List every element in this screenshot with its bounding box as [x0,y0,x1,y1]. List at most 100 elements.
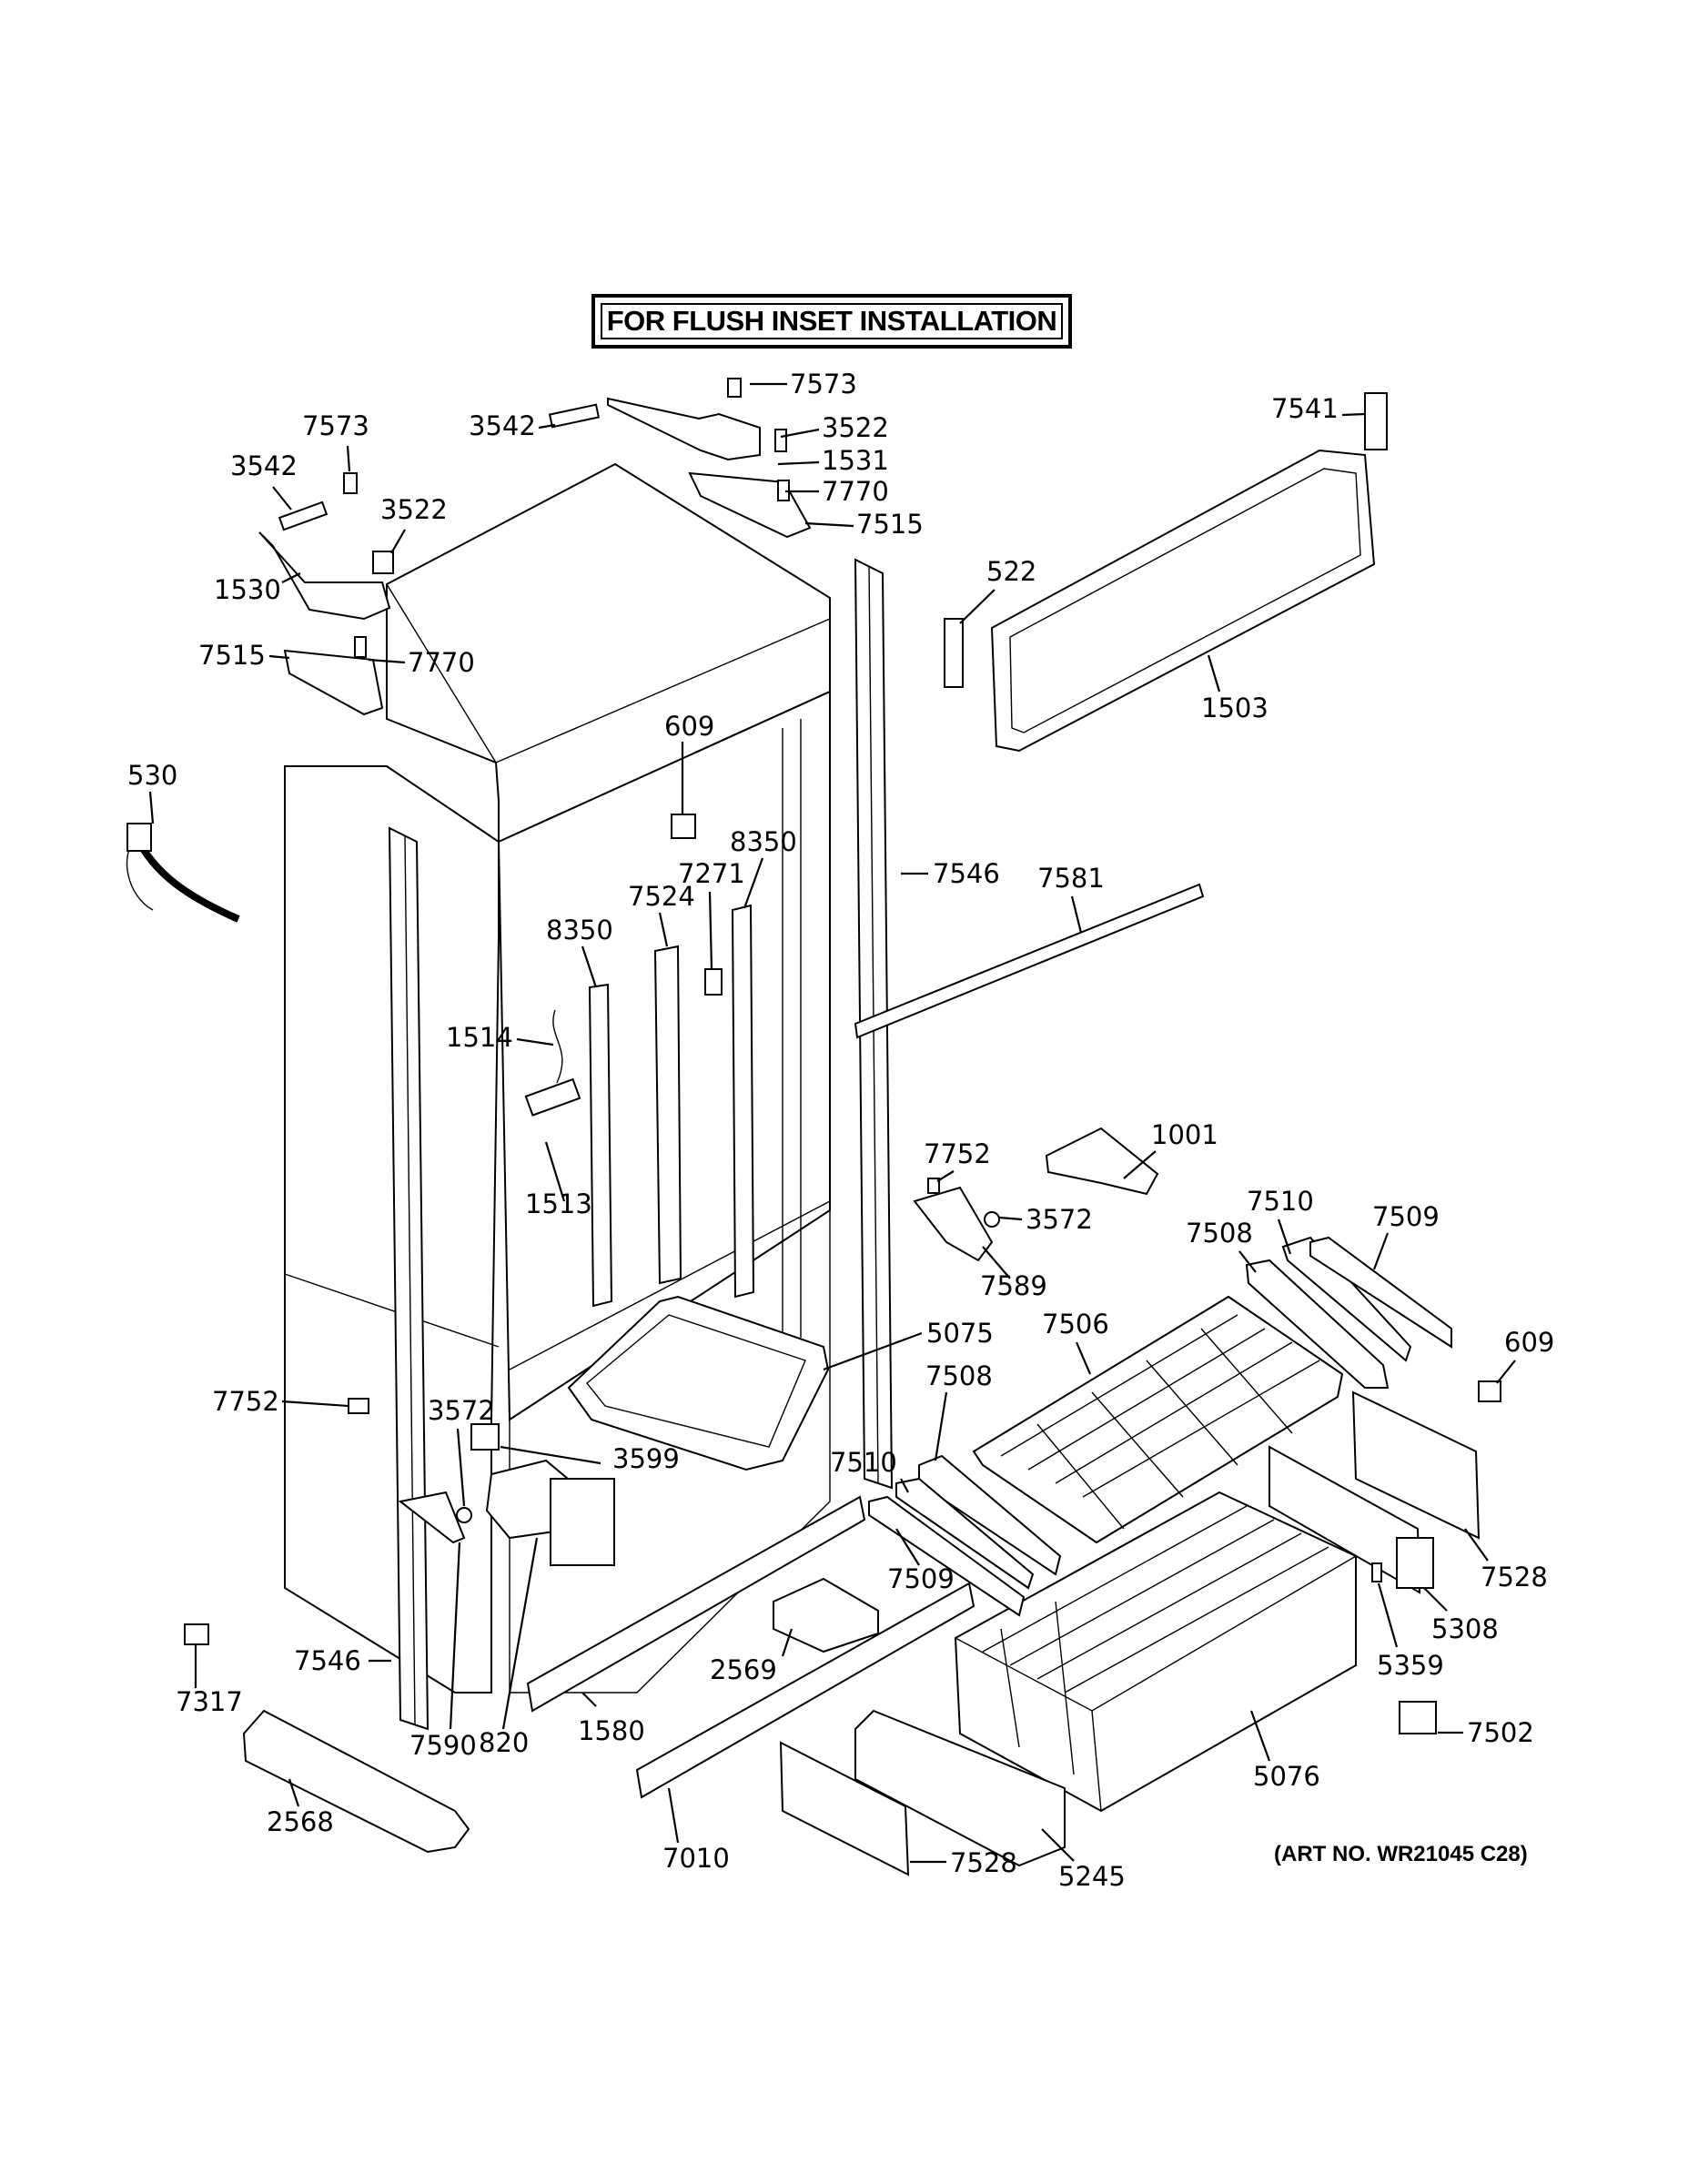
screw-3522-right [774,429,787,452]
callout-label: 7581 [1037,863,1105,894]
callout-label: 3599 [612,1443,680,1474]
leader-7752-upper [936,1170,955,1182]
callout-label: 1001 [1151,1119,1218,1150]
part-609-right [1478,1380,1501,1402]
basket-5076 [954,1491,1357,1813]
panel-7528-right [1351,1390,1481,1540]
top-hinge-right [548,378,812,539]
callout-label: 609 [1504,1327,1554,1358]
part-3599 [470,1423,500,1451]
cabinet-side-seam [284,1273,500,1348]
hinge-7590 [398,1491,466,1544]
leader-7528-right [1464,1528,1489,1562]
callout-label: 7508 [925,1360,993,1391]
sensor-1513 [524,1077,581,1117]
cabinet-top-edge [495,618,831,763]
top-hinge-left [258,472,394,716]
valve-body [126,823,152,852]
leader-3572-lower [456,1428,466,1507]
leader-7590 [449,1542,461,1730]
callout-label: 7770 [408,647,475,678]
hinge-arm-1531 [607,397,761,461]
pin-7573-right [727,378,742,398]
callout-label: 7010 [662,1843,730,1874]
rail-7524 [653,945,682,1285]
hinge-arm-1530 [258,531,391,621]
control-box-820 [550,1478,615,1566]
leader-7010 [667,1787,680,1844]
callout-label: 1530 [214,574,281,605]
panel-7528-bottom [779,1741,910,1876]
callout-labels: 7573 3542 3522 1531 7770 7515 7541 7573 … [127,369,1554,1892]
slide-7509-upper [1309,1236,1452,1349]
bracket-5308-plate [1269,1445,1421,1594]
leader-7581 [1070,895,1083,934]
callout-label: 7590 [409,1730,477,1761]
callout-label: 7271 [678,858,745,889]
callout-label: 2568 [267,1806,334,1837]
leader-3522-top [780,428,820,439]
cabinet-divider [509,1200,831,1370]
rail-8350-right [731,904,755,1299]
callout-label: 7502 [1467,1717,1534,1748]
bracket-2569 [773,1577,879,1653]
callout-label: 7770 [822,476,889,507]
part-7502 [1399,1701,1437,1734]
slide-7510-upper [1281,1236,1412,1362]
leader-7509-lower [895,1528,920,1566]
leader-609-right [1496,1360,1516,1384]
callout-label: 5076 [1253,1761,1320,1792]
pin-7573-left [343,472,358,494]
leader-5308 [1423,1587,1448,1612]
callout-label: 1503 [1201,693,1269,723]
callout-label: 7528 [950,1847,1017,1878]
bracket-1001 [1045,1127,1159,1196]
leader-1503 [1207,654,1221,693]
part-7541 [1364,392,1388,450]
leader-1513 [544,1141,566,1202]
bin-5075-inner [586,1314,806,1448]
spring-3542-right [548,403,601,429]
leader-3522-left [390,529,406,554]
leader-3542-top [538,423,556,430]
leader-1580 [581,1692,597,1707]
screw-7752-lower [348,1398,369,1414]
water-line-530 [126,823,240,923]
callout-label: 3522 [822,412,889,443]
callout-label: 8350 [730,826,797,857]
leader-2568 [288,1778,300,1807]
door-panel-inner [1009,468,1361,733]
callout-label: 3572 [1026,1204,1093,1235]
basket-7506-wires [1000,1314,1320,1530]
basket-7506 [972,1295,1344,1544]
callout-label: 522 [986,556,1036,587]
left-trim-rail-edge [404,834,416,1725]
leader-7506 [1075,1341,1092,1375]
screw-3522-left [372,551,394,574]
leader-7509-upper [1372,1232,1390,1270]
callout-label: 7573 [302,410,369,441]
callout-label: 7508 [1186,1218,1253,1249]
part-609-top [671,814,696,839]
screw-7271 [704,968,723,996]
callout-label: 3542 [230,450,298,481]
wire-1514 [552,1009,563,1084]
slide-7508-upper [1245,1259,1390,1389]
washer-3572-upper [984,1211,1000,1228]
basket-5076-wires [955,1505,1357,1812]
leader-3572-upper [998,1216,1023,1221]
callout-label: 5359 [1377,1650,1444,1681]
leader-7271 [708,891,713,970]
cabinet-side-panel [284,765,500,1694]
callout-label: 7510 [830,1447,897,1478]
leader-3599 [500,1445,601,1465]
leader-7541 [1341,412,1366,417]
callout-label: 3572 [428,1395,495,1426]
callout-label: 7509 [887,1563,955,1594]
callout-label: 7752 [924,1138,991,1169]
leader-7524 [658,912,669,947]
leader-5075 [823,1331,923,1371]
pin-7770-left [354,636,367,658]
leader-5245 [1041,1828,1075,1862]
